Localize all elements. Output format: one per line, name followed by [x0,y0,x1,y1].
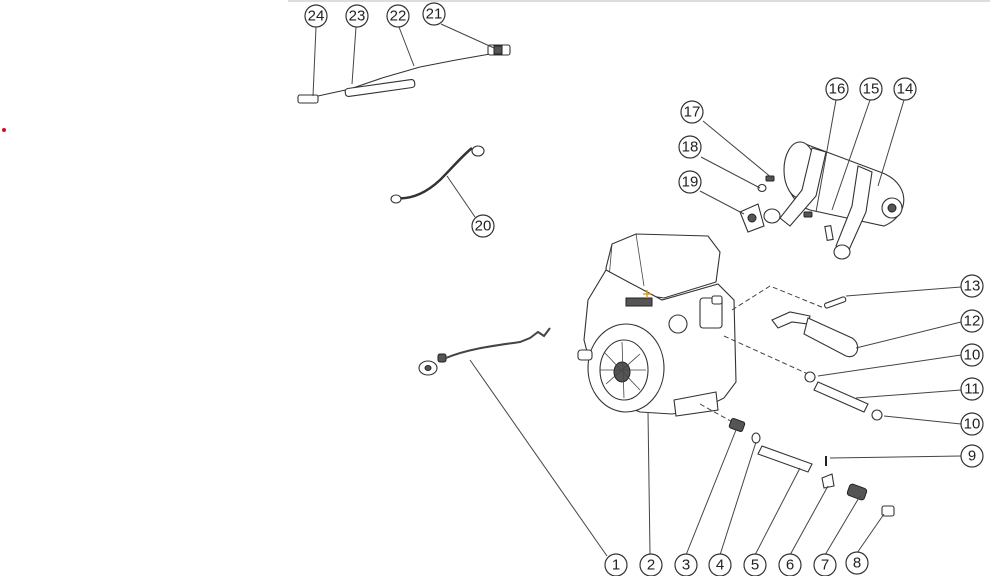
o-ring-part-upper [804,371,816,383]
callout-label: 10 [964,416,981,433]
callout-2: 2 [639,553,663,576]
callout-label: 5 [751,557,759,574]
callout-label: 21 [426,6,443,23]
callout-label: 4 [716,557,724,574]
alignment-line-lower [699,403,737,425]
callout-label: 10 [964,347,981,364]
orange-plus-marker [643,290,651,298]
callout-label: 11 [964,381,980,398]
leader-lines [312,23,962,557]
red-marker-dot [2,128,6,132]
callout-15: 15 [859,77,883,101]
gasket-part [739,203,765,233]
callout-7: 7 [813,553,837,576]
callout-label: 7 [821,557,829,574]
callout-label: 23 [349,8,366,25]
callout-10-lower: 10 [960,412,984,436]
cap-part [881,505,895,517]
o-ring-part-lower [871,409,883,421]
callout-5: 5 [743,553,767,576]
callout-label: 3 [682,557,690,574]
callout-24: 24 [304,4,328,28]
callout-20: 20 [471,214,495,238]
callout-label: 22 [390,8,407,25]
pin-part [823,296,847,309]
screw-part [765,175,813,218]
alignment-line-upper [731,285,825,311]
callout-21: 21 [422,2,446,26]
callout-17: 17 [680,100,704,124]
fitting-part [728,417,746,433]
tube-part [813,381,869,413]
callout-label: 15 [863,81,880,98]
callout-6: 6 [778,553,802,576]
callout-label: 16 [829,81,846,98]
callout-13: 13 [960,274,984,298]
short-tube-part [757,445,813,473]
callout-3: 3 [674,553,698,576]
valve-fitting-part [846,483,868,501]
callout-label: 12 [964,313,981,330]
cable-grommet-part [418,327,551,376]
bent-rod-part [390,145,485,204]
callout-8: 8 [845,551,869,575]
callout-16: 16 [825,77,849,101]
callout-18: 18 [678,135,702,159]
callout-1: 1 [604,553,628,576]
callout-label: 20 [475,218,492,235]
alignment-line-middle [723,335,809,375]
callout-4: 4 [708,553,732,576]
callout-11: 11 [960,377,984,401]
callout-label: 17 [684,104,701,121]
callout-10-upper: 10 [960,343,984,367]
callout-label: 13 [964,278,981,295]
callout-label: 24 [308,8,325,25]
callout-9: 9 [960,444,984,468]
ring-part [751,432,761,444]
callout-23: 23 [345,4,369,28]
callout-label: 14 [897,81,914,98]
callout-label: 2 [647,557,655,574]
engine-body [577,233,737,417]
callout-label: 19 [682,174,699,191]
callout-label: 6 [786,557,794,574]
callout-label: 8 [853,555,861,572]
callout-22: 22 [386,4,410,28]
callout-12: 12 [960,309,984,333]
callout-label: 1 [612,557,620,574]
cable-assembly-part [297,44,511,104]
handle-grip-part [771,311,859,358]
callout-label: 9 [968,448,976,465]
muffler-bracket-part [763,147,873,260]
washer-part [757,183,767,193]
elbow-part [821,473,835,489]
callout-14: 14 [893,77,917,101]
muffler-part [783,141,905,227]
callout-label: 18 [682,139,699,156]
callout-19: 19 [678,170,702,194]
